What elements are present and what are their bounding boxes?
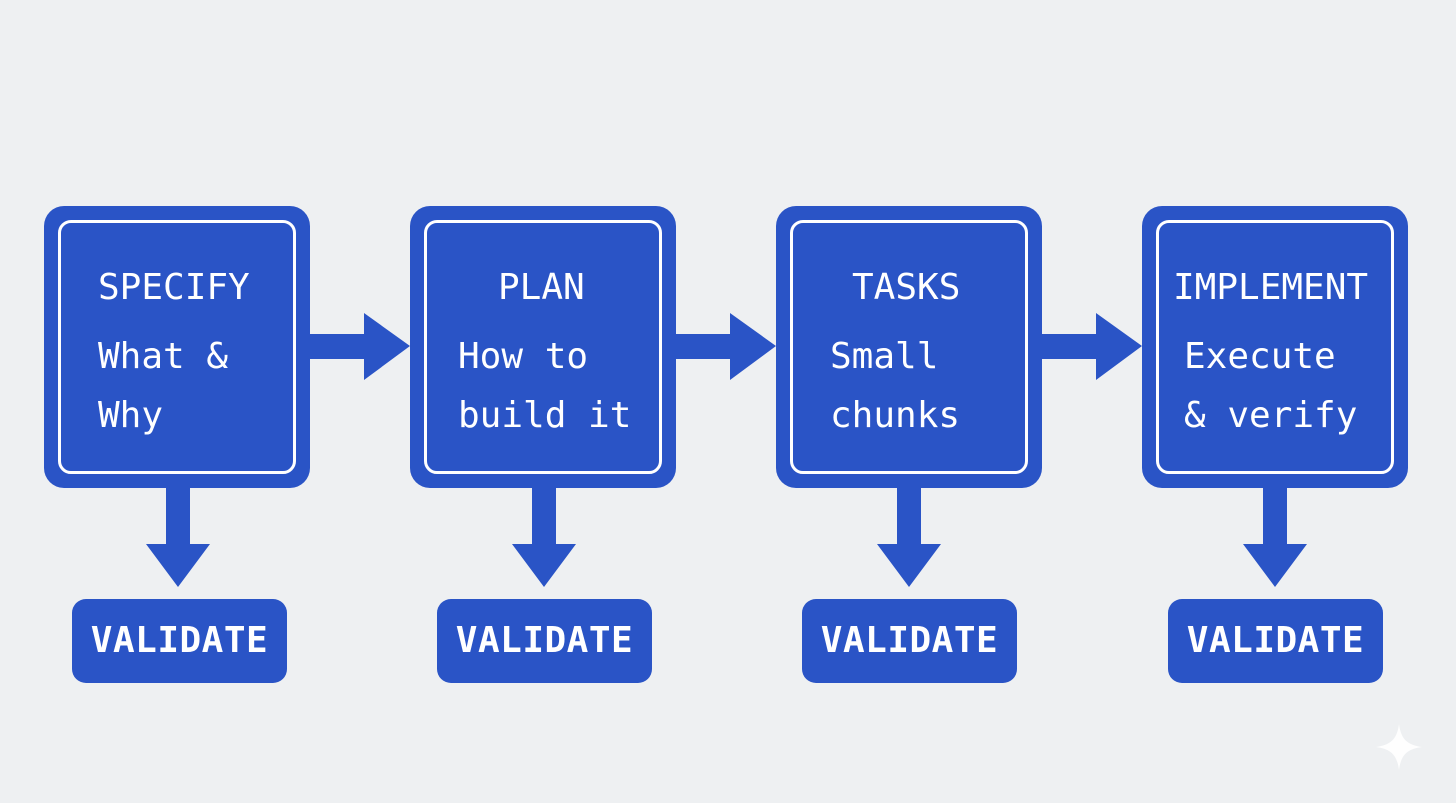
arrow-plan-to-validate — [512, 487, 576, 587]
step-implement: IMPLEMENT Execute & verify — [1142, 206, 1408, 488]
arrow-specify-to-validate — [146, 487, 210, 587]
step-plan-title: PLAN — [498, 267, 585, 308]
step-implement-frame — [1156, 220, 1394, 474]
arrow-specify-to-plan — [310, 313, 410, 380]
arrow-tasks-to-validate — [877, 487, 941, 587]
validate-box-plan: VALIDATE — [437, 599, 652, 683]
step-tasks-frame — [790, 220, 1028, 474]
step-implement-title: IMPLEMENT — [1173, 267, 1369, 308]
validate-box-implement: VALIDATE — [1168, 599, 1383, 683]
arrow-implement-to-validate — [1243, 487, 1307, 587]
step-tasks: TASKS Small chunks — [776, 206, 1042, 488]
validate-box-tasks: VALIDATE — [802, 599, 1017, 683]
arrow-tasks-to-implement — [1042, 313, 1142, 380]
step-specify-description: What & Why — [98, 336, 229, 436]
step-plan: PLAN How to build it — [410, 206, 676, 488]
step-plan-frame — [424, 220, 662, 474]
step-tasks-title: TASKS — [852, 267, 961, 308]
validate-box-specify: VALIDATE — [72, 599, 287, 683]
step-specify: SPECIFY What & Why — [44, 206, 310, 488]
step-implement-description: Execute & verify — [1184, 336, 1358, 436]
step-specify-title: SPECIFY — [98, 267, 250, 308]
step-tasks-description: Small chunks — [830, 336, 961, 436]
step-plan-description: How to build it — [458, 336, 632, 436]
step-specify-frame — [58, 220, 296, 474]
sparkle-icon — [1376, 724, 1422, 770]
arrow-plan-to-tasks — [676, 313, 776, 380]
